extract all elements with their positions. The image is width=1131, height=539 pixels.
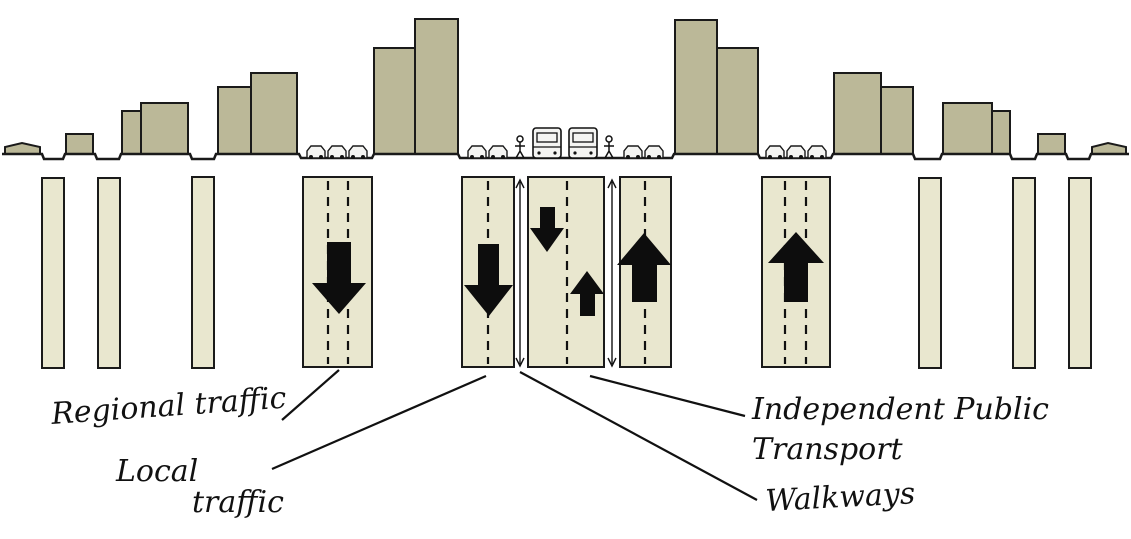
arrow-down-icon bbox=[312, 242, 366, 314]
car-icon bbox=[807, 145, 827, 159]
building bbox=[140, 102, 189, 155]
label-local-traffic-line2: traffic bbox=[192, 485, 284, 520]
building bbox=[833, 72, 882, 155]
building bbox=[217, 86, 252, 155]
leader-local bbox=[271, 374, 487, 471]
car-icon bbox=[488, 145, 508, 159]
lane-public-transport bbox=[527, 176, 605, 368]
arrow-down-icon bbox=[530, 207, 564, 252]
bus-icon bbox=[532, 127, 562, 159]
building-small-roof-right bbox=[1091, 141, 1127, 155]
building bbox=[1037, 133, 1066, 155]
bus-icon bbox=[568, 127, 598, 159]
car-icon bbox=[306, 145, 326, 159]
labels: Regional traffic Local traffic Independe… bbox=[49, 381, 1049, 520]
building bbox=[250, 72, 298, 155]
building bbox=[991, 110, 1011, 155]
arrow-down-icon bbox=[464, 244, 513, 316]
pedestrian-icon bbox=[604, 135, 614, 159]
building bbox=[373, 47, 416, 155]
plot-strip bbox=[1068, 177, 1092, 369]
building bbox=[121, 110, 142, 155]
car-icon bbox=[467, 145, 487, 159]
building bbox=[414, 18, 459, 155]
label-walkways: Walkways bbox=[765, 476, 916, 519]
car-icon bbox=[765, 145, 785, 159]
plan-strips bbox=[41, 176, 1092, 369]
car-icon bbox=[786, 145, 806, 159]
plot-strip bbox=[41, 177, 65, 369]
plot-strip bbox=[97, 177, 121, 369]
arrow-up-icon bbox=[768, 232, 824, 302]
car-icon bbox=[348, 145, 368, 159]
leader-public-transport bbox=[589, 374, 746, 418]
ground-line bbox=[2, 152, 1129, 161]
leader-walkways bbox=[519, 371, 758, 501]
vehicles bbox=[306, 127, 827, 159]
building bbox=[674, 19, 718, 155]
plot-strip bbox=[1012, 177, 1036, 369]
label-public-transport-line1: Independent Public bbox=[751, 392, 1049, 427]
label-regional-traffic: Regional traffic bbox=[49, 381, 288, 432]
building bbox=[65, 133, 94, 155]
label-public-transport-line2: Transport bbox=[752, 432, 904, 467]
leader-lines bbox=[271, 369, 758, 501]
plot-strip bbox=[191, 176, 215, 369]
label-local-traffic-line1: Local bbox=[115, 454, 198, 489]
arrow-up-icon bbox=[570, 271, 604, 316]
building-small-roof-left bbox=[4, 141, 41, 155]
leader-regional bbox=[281, 369, 340, 421]
pedestrian-icon bbox=[515, 135, 525, 159]
car-icon bbox=[327, 145, 347, 159]
car-icon bbox=[623, 145, 643, 159]
walkway-right bbox=[607, 178, 617, 368]
skyline bbox=[2, 18, 1129, 161]
lane-regional-right bbox=[761, 176, 831, 368]
car-icon bbox=[644, 145, 664, 159]
walkway-left bbox=[515, 178, 525, 368]
lane-local-right bbox=[617, 176, 672, 368]
plot-strip bbox=[918, 177, 942, 369]
building bbox=[942, 102, 993, 155]
arrow-up-icon bbox=[617, 233, 671, 302]
building bbox=[716, 47, 759, 155]
building bbox=[880, 86, 914, 155]
lane-local-left bbox=[461, 176, 515, 368]
lane-regional-left bbox=[302, 176, 373, 368]
